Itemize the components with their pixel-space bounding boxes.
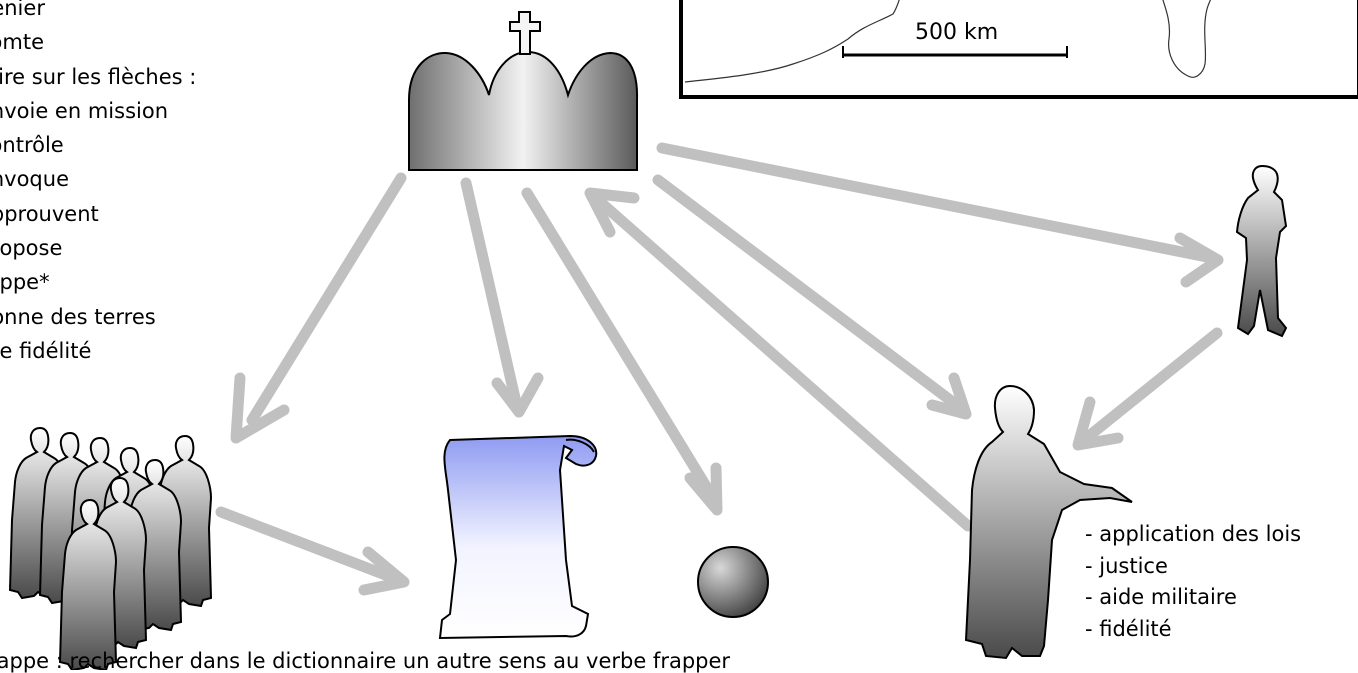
arrow-crown-to-scroll <box>466 183 538 412</box>
count-duties-list: - application des lois - justice - aide … <box>1085 519 1301 645</box>
crown-icon <box>409 12 637 170</box>
duty-item: - application des lois <box>1085 519 1301 551</box>
arrow-crown-to-assembly <box>236 178 401 438</box>
duty-item: - fidélité <box>1085 614 1301 646</box>
footnote: rappe : rechercher dans le dictionnaire … <box>0 649 730 673</box>
crowd-icon <box>10 428 211 670</box>
arrow-assembly-to-scroll <box>221 512 404 590</box>
arrow-group <box>221 148 1218 590</box>
duty-item: - aide militaire <box>1085 582 1301 614</box>
arrow-crown-to-missus <box>662 148 1218 282</box>
arrow-missus-to-count <box>1078 333 1217 445</box>
scroll-icon <box>440 436 596 638</box>
coin-icon <box>698 547 768 617</box>
walking-man-icon <box>1237 166 1286 336</box>
arrow-count-to-crown <box>590 193 968 526</box>
duty-item: - justice <box>1085 551 1301 583</box>
